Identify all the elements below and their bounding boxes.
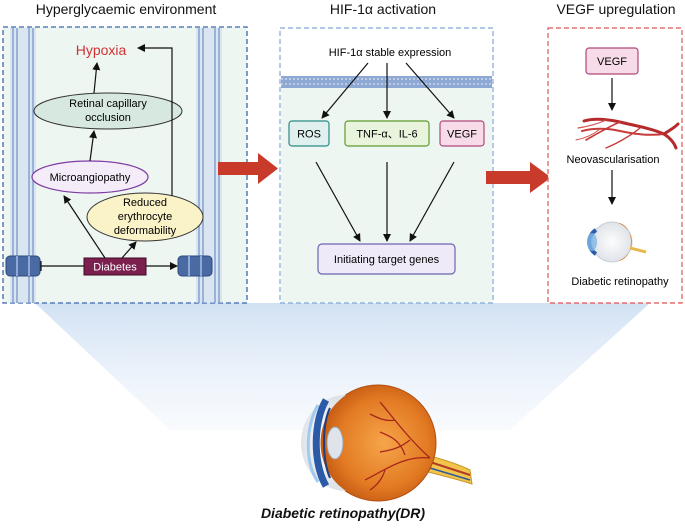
small-eye-icon [587,221,647,263]
diabetic-retinopathy-label: Diabetic retinopathy [571,276,669,288]
target-genes-node [317,243,456,275]
retinal-occlusion-line2: occlusion [85,112,131,124]
vegf-node-hif [439,120,485,147]
neovascularisation-icon [575,117,680,150]
big-arrow-1 [218,153,278,184]
microangiopathy-label: Microangiopathy [50,172,131,184]
hif-stable-expression: HIF-1α stable expression [329,47,452,59]
retinal-occlusion-node [33,92,183,130]
panel-title-hyperglycaemic: Hyperglycaemic environment [36,1,217,17]
eye-anatomy-illustration [301,384,473,502]
target-genes-label: Initiating target genes [334,254,440,266]
reduced-deformability-line1: Reduced [123,197,167,209]
diabetes-label: Diabetes [93,262,137,274]
ros-label: ROS [297,129,321,141]
hif-arrows [315,62,455,242]
tnf-node [344,120,430,147]
reduced-deformability-line2: erythrocyte [118,211,172,223]
membrane-channel-right [177,255,213,277]
hyperglycaemic-arrows [40,44,178,271]
reduced-deformability-line3: deformability [114,225,177,237]
reduced-deformability-node [86,192,204,242]
vegf-label: VEGF [597,56,627,68]
hypoxia-label: Hypoxia [76,42,127,58]
projection-beam [35,303,650,430]
membrane-channel-left [5,255,41,277]
neovascularisation-label: Neovascularisation [567,154,660,166]
vegf-label-hif: VEGF [447,129,477,141]
tnf-label: TNF-α、IL-6 [356,129,417,141]
panel-title-vegf: VEGF upregulation [556,1,675,17]
caption: Diabetic retinopathy(DR) [261,505,425,521]
ros-node [288,120,330,147]
retinal-occlusion-line1: Retinal capillary [69,98,147,110]
big-arrow-2 [486,162,551,193]
vegf-node [585,47,639,75]
panel-title-hif: HIF-1α activation [330,1,436,17]
